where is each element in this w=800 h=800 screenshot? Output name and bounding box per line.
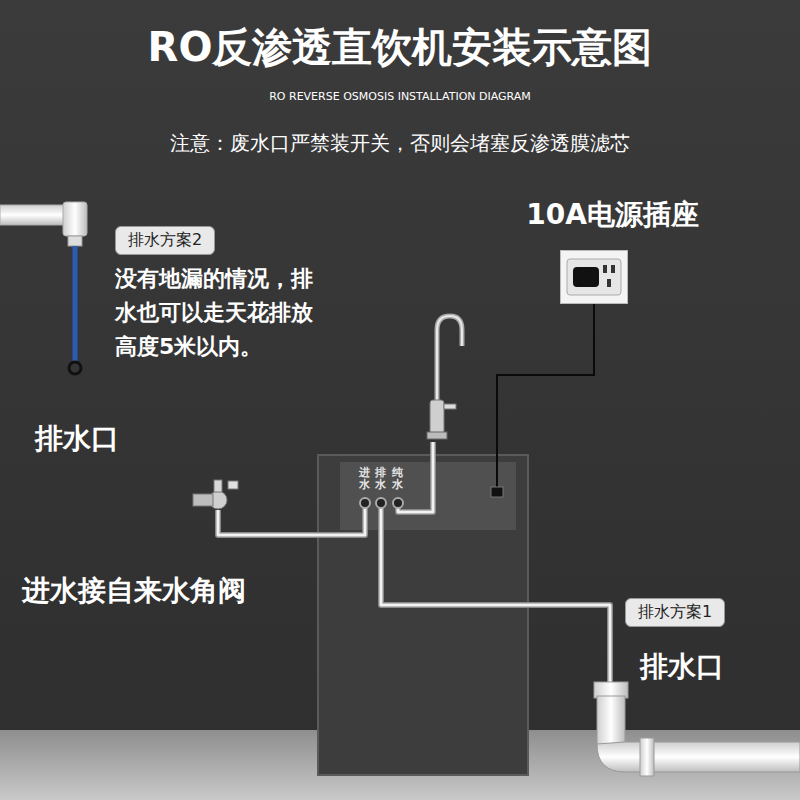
socket-face [561,251,627,303]
machine-body [318,455,528,775]
drain-outlet-ring [69,362,81,374]
tag-text: 排水方案1 [626,599,724,626]
machine: 进水排水纯水 [318,455,528,775]
scheme-tag: 排水方案1 [625,598,725,627]
power-socket: 10A电源插座 [505,196,720,304]
pipe-fitting [68,236,82,246]
port-label: 排水 [375,467,386,491]
port-label: 进水 [359,467,370,491]
port-label: 纯水 [392,467,403,491]
tag-text: 排水方案2 [116,227,214,254]
ports [360,498,403,508]
blue-drain-tube [73,246,78,362]
subtitle: RO REVERSE OSMOSIS INSTALLATION DIAGRAM [0,90,800,103]
title: RO反渗透直饮机安装示意图 [0,20,800,75]
socket-plate [560,250,628,304]
scheme-tag: 排水方案2 [115,226,215,255]
warning-note: 注意：废水口严禁装开关，否则会堵塞反渗透膜滤芯 [0,130,800,157]
valve-handle [214,480,222,492]
valve-knob [228,481,238,489]
power-port [491,487,503,497]
drain-label: 排水口 [35,420,119,458]
floor-drain-pipe [594,682,800,776]
socket-heading: 10A电源插座 [505,196,720,234]
drain-label: 排水口 [640,648,724,686]
power-cord [496,455,498,488]
valve-inlet [193,494,213,506]
tubes [218,442,610,684]
faucet [427,316,462,439]
scheme-note: 没有地漏的情况，排水也可以走天花排放高度5米以内。 [115,262,330,364]
inlet-label: 进水接自来水角阀 [22,572,246,610]
pipe-elbow [63,202,87,236]
power-cord [497,304,594,455]
